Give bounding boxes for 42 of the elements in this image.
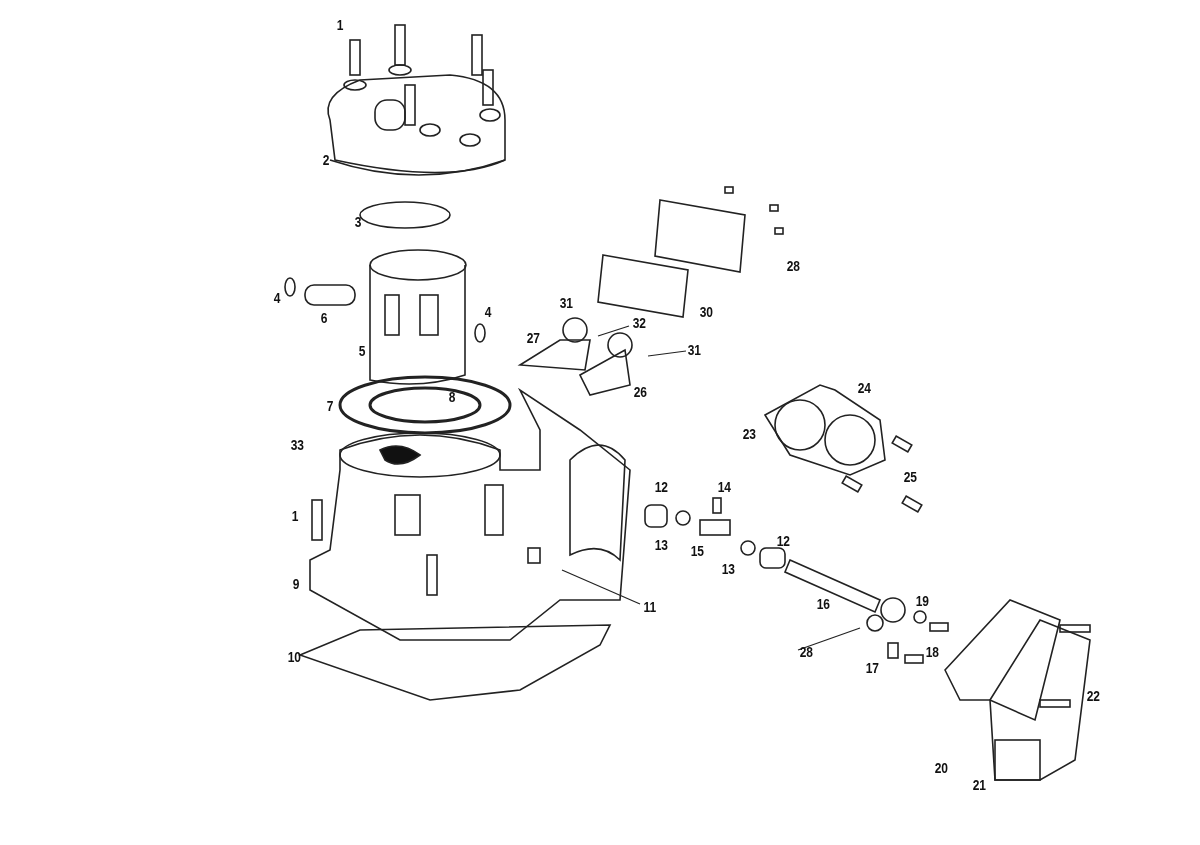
callout-number: 31 bbox=[559, 295, 573, 311]
callout-number: 13 bbox=[654, 537, 668, 553]
callout-number: 13 bbox=[721, 561, 735, 577]
callout-number: 28 bbox=[799, 644, 813, 660]
callout-number: 30 bbox=[699, 304, 713, 320]
callout-number: 1 bbox=[336, 17, 344, 33]
callout-number: 22 bbox=[1086, 688, 1100, 704]
callout-number: 17 bbox=[865, 660, 879, 676]
callout-number: 31 bbox=[687, 342, 701, 358]
callout-number: 12 bbox=[776, 533, 790, 549]
callout-number: 4 bbox=[273, 290, 281, 306]
callout-number: 23 bbox=[742, 426, 756, 442]
callout-number: 19 bbox=[915, 593, 929, 609]
callout-number: 5 bbox=[358, 343, 366, 359]
leader-line bbox=[561, 569, 641, 605]
callout-number: 18 bbox=[925, 644, 939, 660]
callout-number: 6 bbox=[320, 310, 328, 326]
leader-line bbox=[647, 350, 687, 357]
callout-number: 33 bbox=[290, 437, 304, 453]
callout-number: 8 bbox=[448, 389, 456, 405]
leader-line bbox=[597, 325, 630, 337]
callout-number: 12 bbox=[654, 479, 668, 495]
callout-number: 16 bbox=[816, 596, 830, 612]
callout-number: 32 bbox=[632, 315, 646, 331]
callout-number: 20 bbox=[934, 760, 948, 776]
callout-number: 2 bbox=[322, 152, 330, 168]
callout-number: 21 bbox=[972, 777, 986, 793]
callout-number: 7 bbox=[326, 398, 334, 414]
callout-number: 15 bbox=[690, 543, 704, 559]
callout-number: 11 bbox=[643, 599, 657, 615]
callout-number: 25 bbox=[903, 469, 917, 485]
callout-number: 24 bbox=[857, 380, 871, 396]
callout-number: 1 bbox=[291, 508, 299, 524]
callout-number: 27 bbox=[526, 330, 540, 346]
callout-number: 10 bbox=[287, 649, 301, 665]
callout-number: 14 bbox=[717, 479, 731, 495]
callout-number: 26 bbox=[633, 384, 647, 400]
leader-line bbox=[797, 627, 861, 651]
callout-number: 3 bbox=[354, 214, 362, 230]
callout-number: 9 bbox=[292, 576, 300, 592]
callout-number: 4 bbox=[484, 304, 492, 320]
callout-number: 28 bbox=[786, 258, 800, 274]
